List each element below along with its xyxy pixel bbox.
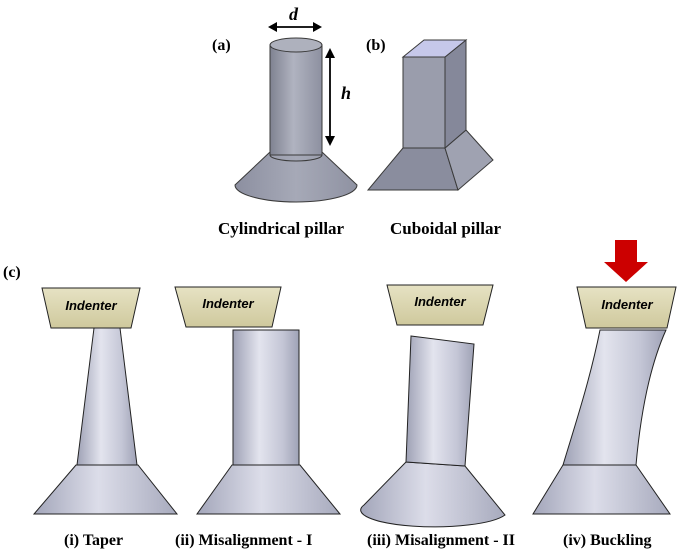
taper-case: Indenter xyxy=(32,287,179,515)
indenter-buckling xyxy=(576,286,677,329)
panel-label-c: (c) xyxy=(3,264,21,281)
misalignment-2-base xyxy=(360,461,506,528)
indenter-label-taper: Indenter xyxy=(65,298,117,313)
caption-buckling: (iv) Buckling xyxy=(563,532,651,549)
indenter-taper xyxy=(41,287,141,329)
diameter-label: d xyxy=(289,4,299,24)
taper-pillar xyxy=(76,327,138,466)
indenter-misalignment-2 xyxy=(386,284,494,326)
buckling-pillar xyxy=(562,329,667,466)
cuboid-front-face xyxy=(402,56,446,149)
height-label: h xyxy=(341,83,351,103)
cuboid-top-face xyxy=(401,39,468,58)
cuboidal-pillar-caption: Cuboidal pillar xyxy=(390,219,501,238)
cylinder-body xyxy=(269,44,323,156)
caption-misalignment-1: (ii) Misalignment - I xyxy=(175,532,312,549)
indenter-label-misalignment-2: Indenter xyxy=(414,294,466,309)
panel-label-b: (b) xyxy=(366,37,386,54)
cylinder-top-face xyxy=(269,37,323,53)
cuboidal-pillar xyxy=(366,38,494,191)
height-arrow xyxy=(325,48,335,146)
cuboid-base-front xyxy=(366,147,459,191)
buckling-base xyxy=(532,464,671,515)
load-arrow-icon xyxy=(604,240,648,282)
indenter-label-misalignment-1: Indenter xyxy=(202,296,254,311)
misalignment-2-pillar xyxy=(405,335,475,467)
caption-misalignment-2: (iii) Misalignment - II xyxy=(367,532,515,549)
caption-taper: (i) Taper xyxy=(64,532,123,549)
diameter-arrow xyxy=(268,22,322,32)
misalignment-1-base xyxy=(196,464,342,515)
taper-base xyxy=(32,464,179,515)
cylindrical-pillar-caption: Cylindrical pillar xyxy=(218,219,345,238)
misalignment-1-case: Indenter xyxy=(174,286,342,515)
cuboid-side-face xyxy=(444,38,467,150)
cylindrical-pillar xyxy=(234,37,358,203)
panel-label-a: (a) xyxy=(212,37,231,54)
indenter-misalignment-1 xyxy=(174,286,282,328)
cylinder-bottom-edge xyxy=(269,154,323,162)
misalignment-1-pillar xyxy=(232,329,300,466)
cylinder-base-flare xyxy=(234,151,358,203)
buckling-case: Indenter xyxy=(532,240,677,515)
indenter-label-buckling: Indenter xyxy=(601,297,653,312)
misalignment-2-case: Indenter xyxy=(360,284,506,528)
